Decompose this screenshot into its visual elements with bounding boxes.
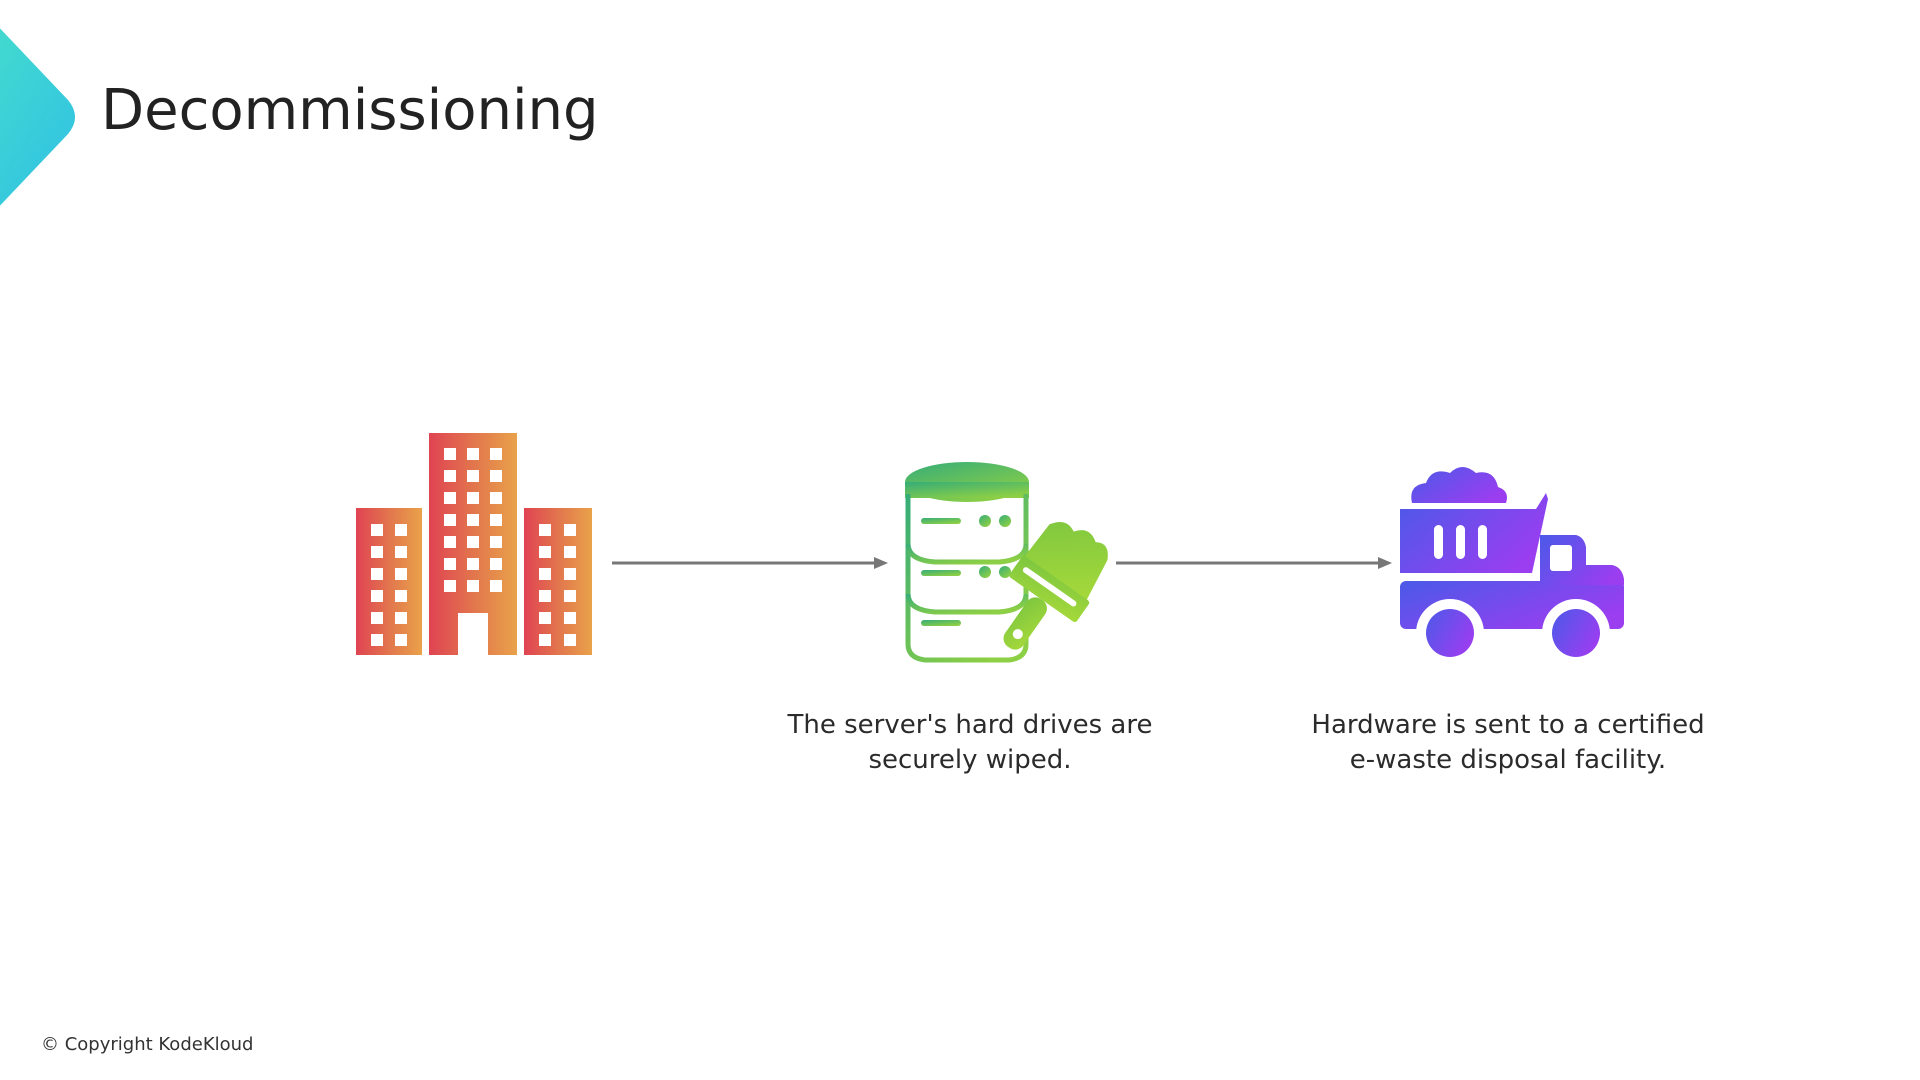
ewaste-disposal-caption: Hardware is sent to a certified e-waste … (1278, 708, 1738, 778)
step-badge: 4 (0, 22, 82, 212)
flow-arrow (1116, 553, 1392, 573)
flow-arrow (612, 553, 888, 573)
caption-line: securely wiped. (868, 745, 1072, 775)
server-wipe-brush-icon (905, 462, 1125, 678)
badge-diamond-shape (0, 28, 75, 206)
caption-line: Hardware is sent to a certified (1311, 710, 1705, 740)
caption-line: e-waste disposal facility. (1349, 745, 1667, 775)
caption-line: The server's hard drives are (787, 710, 1153, 740)
dump-truck-icon (1398, 465, 1628, 665)
server-wipe-caption: The server's hard drives are securely wi… (740, 708, 1200, 778)
office-buildings-icon (356, 433, 592, 655)
slide-title: Decommissioning (101, 78, 599, 143)
copyright-notice: © Copyright KodeKloud (41, 1034, 254, 1055)
